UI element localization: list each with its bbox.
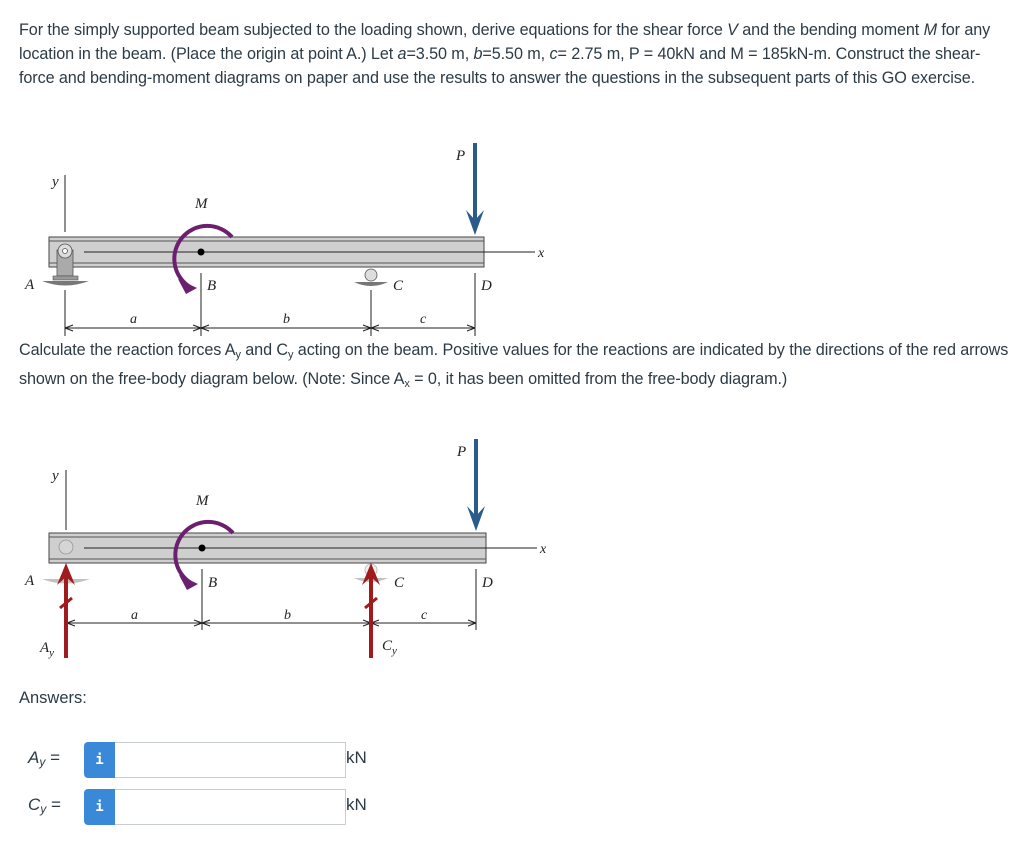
- point-D-label: D: [480, 278, 492, 294]
- problem-statement: For the simply supported beam subjected …: [19, 18, 1009, 90]
- Ay-unit: kN: [346, 748, 367, 767]
- load-label: P: [456, 444, 466, 460]
- Cy-label: Cy =: [28, 795, 61, 816]
- Cy-label: Cy: [382, 638, 397, 657]
- Cy-unit: kN: [346, 795, 367, 814]
- point-A-label: A: [24, 573, 35, 589]
- value-b: =5.50 m,: [482, 45, 550, 63]
- question-part: and: [240, 341, 277, 359]
- var-b: b: [473, 45, 483, 63]
- reaction-arrow-Cy-icon: [362, 563, 380, 658]
- moment-label: M: [195, 493, 210, 509]
- intro-text: For the simply supported beam subjected …: [19, 21, 728, 39]
- intro-text: and the bending moment: [737, 21, 924, 39]
- dim-c-label: c: [420, 312, 427, 327]
- question-text: Calculate the reaction forces Ay and Cy …: [19, 338, 1009, 396]
- var-V: V: [727, 21, 738, 39]
- Ay-input[interactable]: [115, 742, 346, 778]
- point-A-label: A: [24, 277, 35, 293]
- point-B-label: B: [207, 278, 216, 294]
- answer-row-Ay: Ay = i kN: [0, 740, 420, 778]
- roller-support-C: [354, 268, 388, 286]
- moment-arrow-icon: [173, 519, 235, 585]
- moment-arrow-icon: [172, 223, 234, 289]
- answers-heading: Answers:: [19, 689, 87, 707]
- question-part: acting on the beam. Positive values for …: [19, 341, 1009, 388]
- load-arrow-icon: [467, 506, 485, 531]
- value-P: = 40kN and: [639, 45, 731, 63]
- var-Ay: A: [224, 341, 236, 359]
- x-axis-label: x: [539, 542, 547, 557]
- load-arrow-icon: [466, 210, 484, 235]
- value-M: = 185kN-m. Construct the shear-force and…: [19, 45, 981, 87]
- point-B-label: B: [208, 575, 217, 591]
- answer-row-Cy: Cy = i kN: [0, 787, 420, 825]
- point-B-dot: [197, 248, 205, 256]
- var-M2: M: [730, 45, 744, 63]
- dim-b-label: b: [284, 608, 291, 623]
- free-body-diagram: y x A M B C P D a b c Ay Cy: [24, 439, 547, 659]
- var-P: P: [628, 45, 640, 63]
- Ay-label: Ay: [39, 640, 54, 659]
- var-Ax: A: [393, 370, 405, 388]
- value-c: = 2.75 m,: [557, 45, 629, 63]
- var-M: M: [923, 21, 937, 39]
- info-button-Cy[interactable]: i: [84, 789, 115, 825]
- y-axis-label: y: [50, 174, 59, 190]
- dim-a-label: a: [131, 608, 138, 623]
- dim-a-label: a: [130, 312, 137, 327]
- dim-c-label: c: [421, 608, 428, 623]
- var-a: a: [397, 45, 407, 63]
- dim-b-label: b: [283, 312, 290, 327]
- Cy-input[interactable]: [115, 789, 346, 825]
- Ay-label: Ay =: [28, 748, 60, 769]
- intro-text: for any location in the beam. (Place the…: [19, 21, 991, 63]
- point-C-label: C: [394, 575, 405, 591]
- var-Ax-sub: x: [404, 378, 410, 390]
- var-c: c: [549, 45, 558, 63]
- pin-support-A: [42, 243, 89, 286]
- moment-label: M: [194, 196, 209, 212]
- x-axis-label: x: [537, 246, 545, 261]
- y-axis-label: y: [50, 468, 59, 484]
- var-Cy-sub: y: [287, 349, 294, 361]
- info-button-Ay[interactable]: i: [84, 742, 115, 778]
- question-part: Calculate the reaction forces: [19, 341, 225, 359]
- point-C-label: C: [393, 278, 404, 294]
- reaction-arrow-Ay-icon: [57, 563, 75, 658]
- beam-diagram: y x A M B C P D a b c: [24, 143, 545, 336]
- var-Cy: C: [276, 341, 288, 359]
- question-part: = 0, it has been omitted from the free-b…: [409, 370, 788, 388]
- value-a: =3.50 m,: [406, 45, 474, 63]
- point-D-label: D: [481, 575, 493, 591]
- var-Ay-sub: y: [235, 349, 241, 361]
- load-label: P: [455, 148, 465, 164]
